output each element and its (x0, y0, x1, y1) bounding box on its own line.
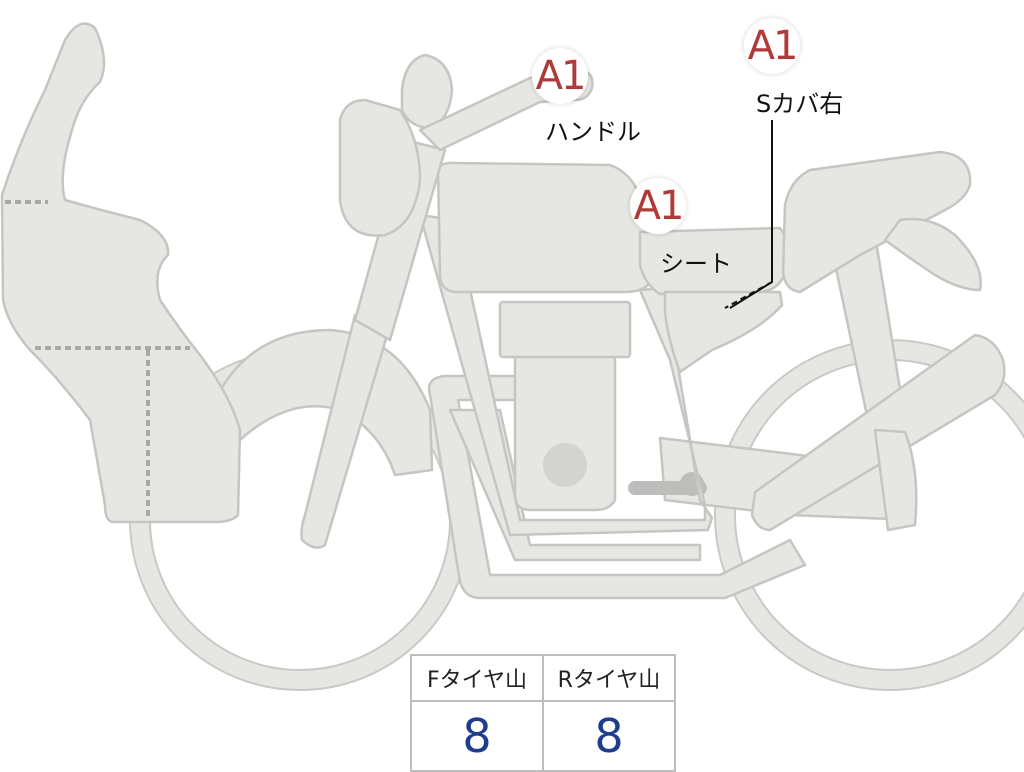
tail-light (883, 217, 982, 292)
front-tire-value: 8 (410, 700, 544, 772)
fuel-tank (436, 161, 653, 294)
grade-badge-side-cover-right: A1 (744, 18, 800, 74)
headlight (338, 98, 422, 237)
muffler-body (873, 428, 918, 532)
rear-cowl (781, 150, 972, 294)
grade-badge-seat: A1 (630, 178, 686, 234)
fork-tube (353, 138, 447, 342)
front-fork (300, 313, 390, 549)
engine-cover (543, 443, 587, 487)
rear-tire-value: 8 (542, 700, 676, 772)
part-label-seat: シート (660, 250, 732, 278)
exhaust-pipe (427, 374, 807, 600)
front-fairing (0, 22, 242, 524)
tire-tread-table: Fタイヤ山 Rタイヤ山 8 8 (410, 654, 676, 772)
tire-table-header-row: Fタイヤ山 Rタイヤ山 (410, 654, 676, 702)
engine-head (498, 300, 632, 359)
mirror (400, 53, 454, 130)
tire-table-value-row: 8 8 (410, 700, 676, 772)
grade-badge-handle: A1 (532, 48, 588, 104)
part-label-handle: ハンドル (545, 118, 641, 146)
side-cover-right (663, 290, 784, 374)
front-tire-header: Fタイヤ山 (410, 654, 544, 702)
rear-tire-header: Rタイヤ山 (542, 654, 676, 702)
side-cover-leader-dash (724, 281, 773, 309)
part-label-side-cover-right: Sカバ右 (756, 90, 844, 118)
